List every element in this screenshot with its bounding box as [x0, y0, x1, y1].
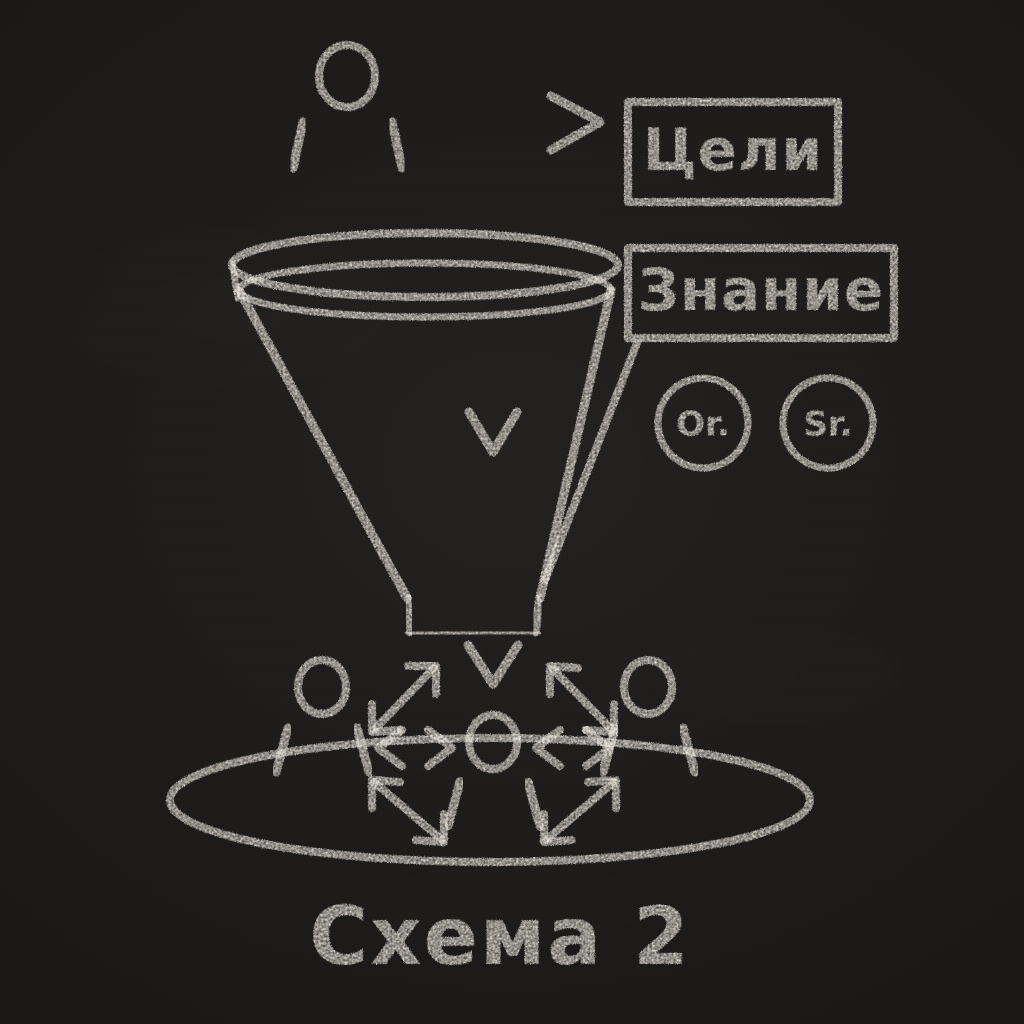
arrow-leader-to-goals: [423, 91, 605, 155]
figure-team-left: [271, 656, 374, 850]
funnel-shape: [228, 229, 622, 638]
arrow-funnel-flow: [463, 161, 523, 689]
arrow-center-left-horizontal: [374, 726, 456, 770]
box-goals-label: Цели: [643, 116, 823, 184]
figure-team-center: [443, 711, 545, 861]
diagram-title: Схема 2: [309, 890, 690, 983]
box-knowledge[interactable]: [624, 244, 898, 342]
figure-leader: [288, 41, 407, 230]
box-knowledge-label: Знание: [638, 256, 884, 324]
box-goals[interactable]: [624, 98, 842, 206]
arrow-center-left-diagonal-down: [368, 776, 448, 846]
arrow-center-right-horizontal: [532, 726, 614, 770]
arrow-center-right-diagonal-up: [546, 662, 618, 736]
badge-or-label: Or.: [676, 405, 730, 445]
connector-knowledge-to-funnel: [541, 339, 641, 584]
badge-sr[interactable]: [779, 374, 877, 472]
badge-sr-label: Sr.: [803, 405, 852, 445]
arrow-center-left-diagonal-up: [368, 662, 440, 736]
arrow-center-right-diagonal-down: [540, 776, 620, 846]
badge-or[interactable]: [654, 374, 752, 472]
team-boundary-ellipse: [166, 734, 814, 866]
